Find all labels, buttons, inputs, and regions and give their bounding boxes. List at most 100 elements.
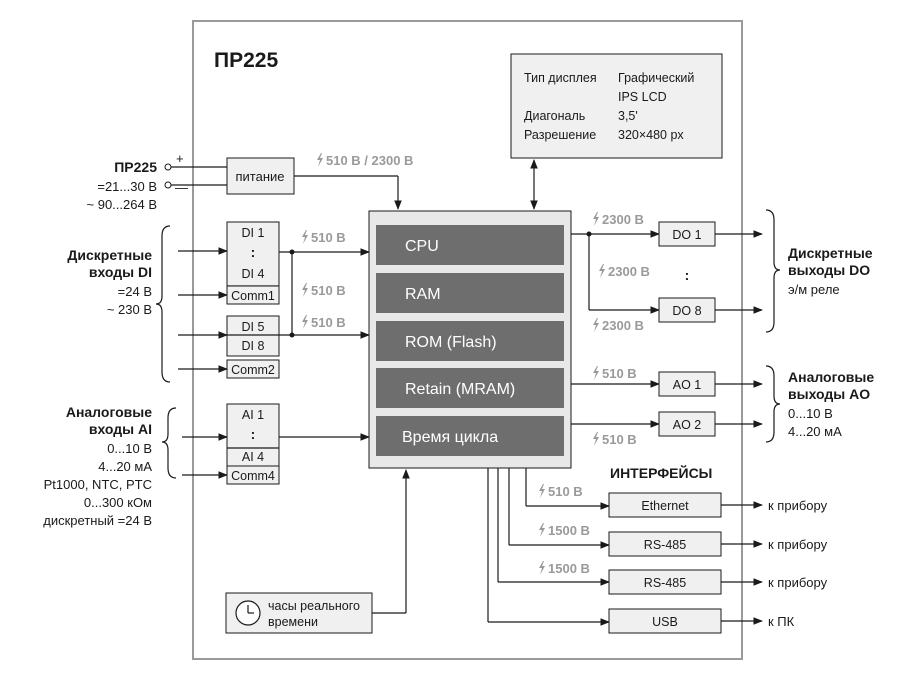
rtc-label: времени [268,615,318,629]
usb-label: USB [652,615,678,629]
ai-label-line: 0...300 кОм [84,495,152,510]
di-isolation: 510 В [311,230,346,245]
ao2-box [658,411,716,437]
power-supply-box [226,157,295,195]
comm1-label: Comm1 [231,289,275,303]
di-isolation: 510 В [311,315,346,330]
di-label-line: Дискретные [67,247,152,263]
isolation-bolt-icon [302,283,308,297]
cpu-block: CPU RAM ROM (Flash) Retain (MRAM) Время … [368,210,572,469]
power-supply-label: питание [235,169,284,184]
di-label-line: =24 В [118,284,152,299]
power-dc: =21...30 В [97,179,157,194]
rtc-section: часы реального времени [225,469,410,634]
isolation-bolt-icon [539,523,545,537]
usb-box [608,608,722,634]
ai1-label: AI 1 [242,408,264,422]
do-isolation: 2300 В [602,318,644,333]
power-title: ПР225 [114,159,157,175]
do1-box [658,221,716,247]
rs485-label: RS-485 [644,538,686,552]
interfaces-title: ИНТЕРФЕЙСЫ [610,464,712,481]
power-section: ПР225 =21...30 В ~ 90...264 В + — питани… [87,151,414,212]
di-group1-box [226,221,280,287]
do1-label: DO 1 [672,228,701,242]
cpu-row [376,225,564,265]
ai4-label: AI 4 [242,450,264,464]
display-info-box: Тип дисплея Графический IPS LCD Диагонал… [510,53,723,159]
di-dots: : [251,244,256,260]
ao-label-line: 0...10 В [788,406,833,421]
do-label-line: э/м реле [788,282,840,297]
display-row-value: IPS LCD [618,90,667,104]
display-row-value: 320×480 px [618,128,684,142]
rtc-label: часы реального [268,599,360,613]
ao-label-line: Аналоговые [788,369,874,385]
di-label-line: ~ 230 В [107,302,152,317]
di-group2-box [226,315,280,357]
isolation-bolt-icon [593,212,599,226]
ao1-label: AO 1 [673,378,702,392]
interfaces-section: ИНТЕРФЕЙСЫ Ethernet RS-485 RS-485 USB 51… [487,464,828,634]
do-label-line: выходы DO [788,262,870,278]
do-isolation: 2300 В [608,264,650,279]
ethernet-label: Ethernet [641,499,689,513]
di-brace [155,225,171,383]
power-isolation: 510 В / 2300 В [326,153,413,168]
do8-label: DO 8 [672,304,701,318]
cpu-row [376,368,564,408]
ram-label: RAM [405,286,441,303]
di8-label: DI 8 [242,339,265,353]
isolation-bolt-icon [593,366,599,380]
cpu-row [376,273,564,313]
display-row-value: Графический [618,71,694,85]
terminal-icon [164,163,172,171]
display-row-label: Тип дисплея [524,71,597,85]
cpu-row [376,416,564,456]
ai-label-line: Pt1000, NTC, PTC [44,477,152,492]
isolation-bolt-icon [317,153,323,167]
do-dots: : [685,267,690,283]
rs485-box [608,531,722,557]
cpu-label: CPU [405,238,439,255]
rs485-isolation: 1500 В [548,523,590,538]
do-brace [765,209,781,333]
ao-isolation: 510 В [602,432,637,447]
rs485-isolation: 1500 В [548,561,590,576]
rs485-target: к прибору [768,575,828,590]
comm2-label: Comm2 [231,363,275,377]
ao-label-line: выходы AO [788,386,870,402]
ao-section: AO 1 AO 2 510 В 510 В Аналоговые выходы … [571,365,874,447]
display-row-label: Диагональ [524,109,585,123]
di5-label: DI 5 [242,320,265,334]
display-row-value: 3,5' [618,109,638,123]
cycle-time-label: Время цикла [402,429,498,446]
isolation-bolt-icon [593,432,599,446]
di1-label: DI 1 [242,226,265,240]
rs485-label: RS-485 [644,576,686,590]
ethernet-target: к прибору [768,498,828,513]
do-label-line: Дискретные [788,245,873,261]
do-isolation: 2300 В [602,212,644,227]
ai-box [226,403,280,467]
rom-label: ROM (Flash) [405,334,497,351]
do-section: DO 1 DO 8 : 2300 В 2300 В 2300 В Дискрет… [571,209,873,333]
ai-label-line: дискретный =24 В [43,513,152,528]
rs485-box [608,569,722,595]
isolation-bolt-icon [302,315,308,329]
minus-sign: — [175,180,188,195]
isolation-bolt-icon [539,561,545,575]
di-label-line: входы DI [89,264,152,280]
di-section: Дискретные входы DI =24 В ~ 230 В DI 1 :… [67,221,370,383]
ai-label-line: Аналоговые [66,404,152,420]
terminal-icon [164,181,172,189]
ai-section: Аналоговые входы AI 0...10 В 4...20 мА P… [43,403,370,528]
device-title: ПР225 [214,49,278,72]
ao-brace [765,365,781,443]
device-frame [192,20,743,660]
ai-dots: : [251,426,256,442]
ai-label-line: входы AI [89,421,152,437]
do8-box [658,297,716,323]
retain-label: Retain (MRAM) [405,381,515,398]
rs485-target: к прибору [768,537,828,552]
